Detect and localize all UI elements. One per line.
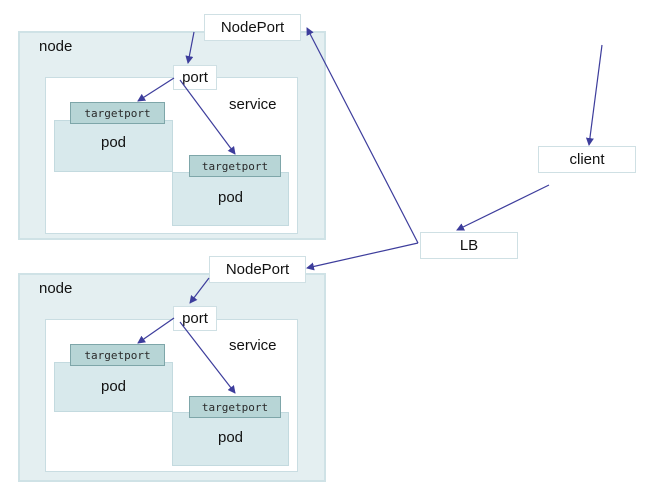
lb-box: LB — [420, 232, 518, 259]
nodeport-1: NodePort — [204, 14, 301, 41]
node-2-label: node — [39, 280, 73, 297]
pod-2a-label: pod — [100, 378, 127, 395]
pod-2a: pod — [54, 362, 173, 412]
service-1-label: service — [229, 96, 277, 113]
client-box: client — [538, 146, 636, 173]
arrow-into-client — [585, 44, 603, 146]
nodeport-2: NodePort — [209, 256, 306, 283]
pod-2b-label: pod — [217, 429, 244, 446]
arrow-lb-to-nodeport-2 — [306, 242, 419, 271]
port-2: port — [173, 306, 217, 331]
pod-1a: pod — [54, 120, 173, 172]
service-2-label: service — [229, 337, 277, 354]
arrow-client-to-lb — [456, 184, 550, 231]
targetport-1b: targetport — [189, 155, 281, 177]
targetport-2a: targetport — [70, 344, 165, 366]
port-1: port — [173, 65, 217, 90]
pod-1b-label: pod — [217, 189, 244, 206]
node-1-label: node — [39, 38, 73, 55]
pod-2b: pod — [172, 412, 289, 466]
targetport-1a: targetport — [70, 102, 165, 124]
targetport-2b: targetport — [189, 396, 281, 418]
pod-1b: pod — [172, 172, 289, 226]
pod-1a-label: pod — [100, 134, 127, 151]
